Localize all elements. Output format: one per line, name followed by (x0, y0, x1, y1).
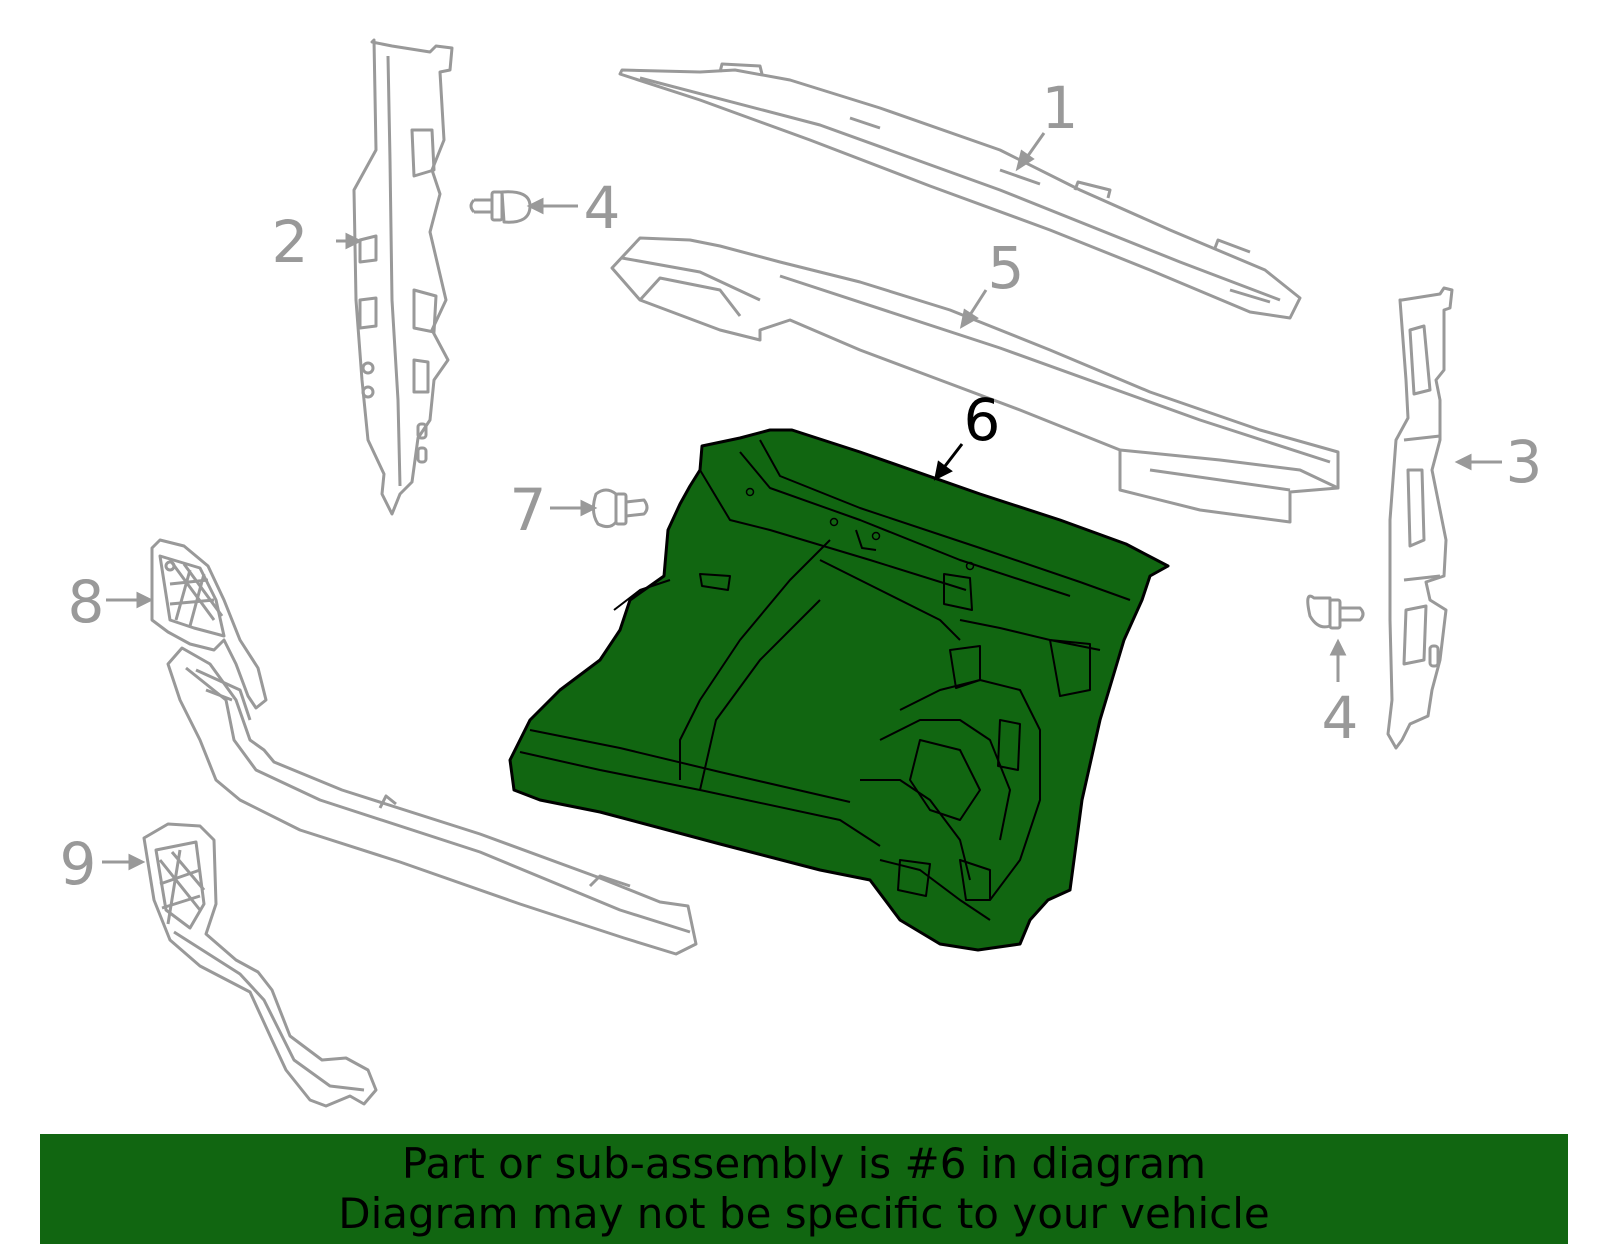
part-1-upper-tie-bar (618, 62, 1302, 320)
callout-6: 6 (964, 386, 1001, 454)
callout-7: 7 (510, 476, 547, 544)
part-4-fastener-upper (469, 190, 532, 224)
callout-2: 2 (272, 208, 309, 276)
callout-4-upper: 4 (584, 174, 621, 242)
callout-3: 3 (1506, 428, 1543, 496)
part-7-fastener (591, 488, 649, 529)
part-2-left-side-support (352, 38, 454, 516)
info-banner: Part or sub-assembly is #6 in diagram Di… (40, 1134, 1568, 1244)
callout-4-right: 4 (1322, 684, 1359, 752)
callout-8: 8 (68, 568, 105, 636)
banner-line-2: Diagram may not be specific to your vehi… (338, 1189, 1270, 1238)
part-8-left-bracket (150, 538, 268, 710)
callout-5: 5 (988, 234, 1025, 302)
callout-9: 9 (60, 830, 97, 898)
leader-arrows-gray (102, 132, 1502, 871)
part-8-lower-bar (166, 646, 698, 956)
part-3-right-side-support (1386, 286, 1454, 750)
leader-arrow-6 (933, 443, 964, 481)
part-5-lower-tie-bar (610, 236, 1340, 524)
part-6-main-panel (508, 428, 1170, 952)
callout-1: 1 (1042, 74, 1079, 142)
banner-line-1: Part or sub-assembly is #6 in diagram (401, 1139, 1207, 1188)
part-4-fastener-right (1306, 594, 1365, 630)
part-9-lower-bracket (142, 822, 378, 1108)
